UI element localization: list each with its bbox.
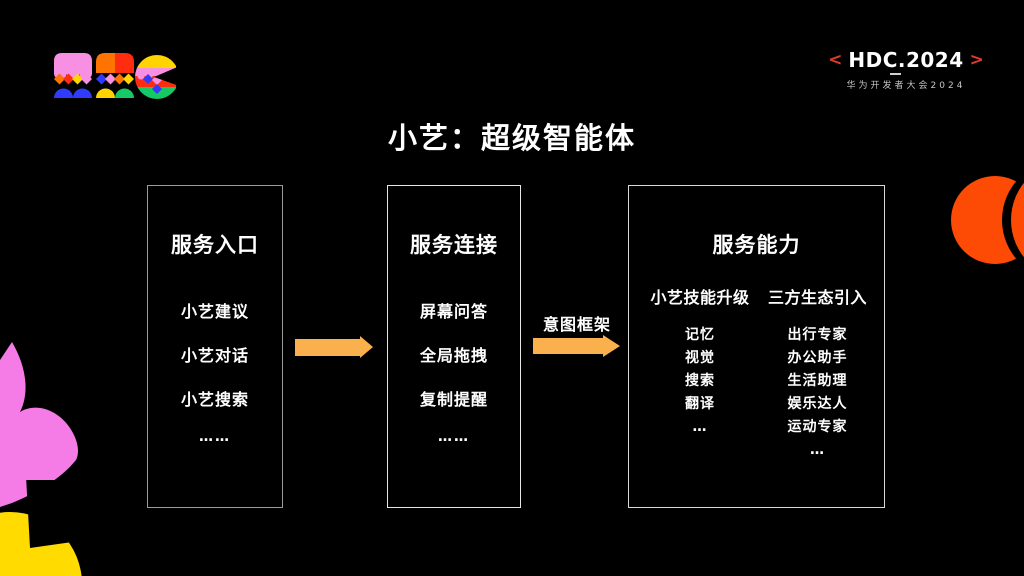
panel-item-ellipsis: …… (199, 429, 231, 445)
column-item: 出行专家 (787, 327, 848, 343)
decor-yellow-notched-circle-icon (0, 480, 110, 576)
column-item-ellipsis: … (692, 419, 708, 435)
column-item: 翻译 (685, 396, 715, 412)
column-item: 搜索 (685, 373, 715, 389)
panel-header: 服务连接 (410, 233, 498, 257)
hdc-logo-letter-c (135, 55, 176, 99)
column-item-ellipsis: … (810, 442, 825, 458)
panel-item-ellipsis: …… (438, 429, 470, 445)
arrow-shaft (295, 339, 360, 356)
flow-panel-service-capability: 服务能力 小艺技能升级 记忆 视觉 搜索 翻译 … 三方生态引入 出行专家 办公… (628, 185, 885, 508)
column-item-list: 记忆 视觉 搜索 翻译 … (631, 324, 769, 439)
column-header: 小艺技能升级 (650, 288, 750, 307)
flow-panel-service-entry: 服务入口 小艺建议 小艺对话 小艺搜索 …… (147, 185, 283, 508)
panel-item: 小艺建议 (180, 302, 249, 321)
wordmark-subtitle: 华为开发者大会2024 (846, 81, 966, 91)
panel-item: 全局拖拽 (419, 346, 488, 365)
chevron-left-icon: < (828, 50, 843, 70)
arrow-shaft (533, 338, 603, 354)
panel-item: 小艺搜索 (180, 390, 249, 409)
column-item: 记忆 (685, 327, 715, 343)
flow-panel-service-connect: 服务连接 屏幕问答 全局拖拽 复制提醒 …… (387, 185, 521, 508)
capability-column-skills: 小艺技能升级 记忆 视觉 搜索 翻译 … (631, 186, 769, 507)
decor-orange-circles-icon (951, 173, 1024, 267)
column-item: 运动专家 (787, 419, 848, 435)
decor-pink-petal-icon (0, 342, 78, 507)
hdc-2024-wordmark: < HDC.2024 > 华为开发者大会2024 (828, 48, 984, 92)
arrow-label: 意图框架 (542, 315, 611, 334)
column-item: 视觉 (685, 350, 715, 366)
wordmark-row: < HDC.2024 > (828, 48, 984, 72)
column-header: 三方生态引入 (767, 288, 867, 307)
wordmark-underscore (890, 73, 901, 75)
slide-title: 小艺：超级智能体 (387, 121, 636, 155)
column-item-list: 出行专家 办公助手 生活助理 娱乐达人 运动专家 … (751, 324, 884, 462)
panel-item: 复制提醒 (419, 390, 488, 409)
column-item: 娱乐达人 (787, 396, 848, 412)
arrow-head-icon (603, 335, 620, 357)
wordmark-text: HDC.2024 (848, 48, 964, 72)
hdc-logo-icon (54, 53, 176, 99)
arrow-head-icon (360, 336, 373, 358)
panel-header: 服务能力 (712, 233, 801, 257)
panel-item: 小艺对话 (180, 346, 249, 365)
capability-column-ecosystem: 三方生态引入 出行专家 办公助手 生活助理 娱乐达人 运动专家 … (751, 186, 884, 507)
chevron-right-icon: > (969, 50, 984, 70)
hdc-logo-letter-h (54, 53, 92, 98)
panel-item: 屏幕问答 (419, 302, 488, 321)
column-item: 生活助理 (787, 373, 848, 389)
hdc-logo-letter-d (96, 53, 134, 98)
column-item: 办公助手 (787, 350, 848, 366)
panel-header: 服务入口 (171, 233, 259, 257)
